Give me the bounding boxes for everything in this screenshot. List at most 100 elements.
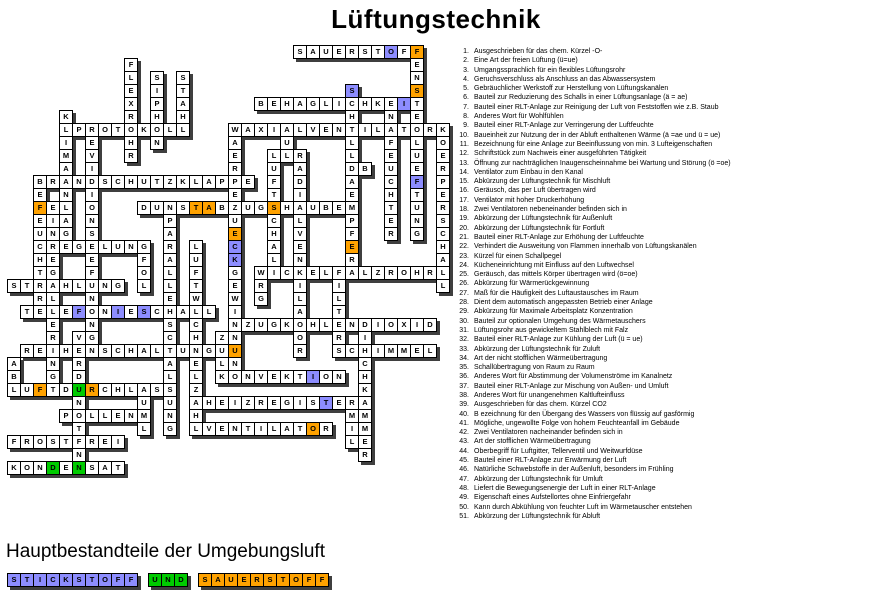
grid-cell[interactable]: N <box>72 396 86 410</box>
grid-cell[interactable]: C <box>280 266 294 280</box>
grid-cell[interactable]: W <box>228 123 242 137</box>
grid-cell[interactable]: P <box>59 409 73 423</box>
grid-cell[interactable]: A <box>293 162 307 176</box>
grid-cell[interactable]: U <box>215 344 229 358</box>
grid-cell[interactable]: E <box>33 305 47 319</box>
grid-cell[interactable]: N <box>85 214 99 228</box>
grid-cell[interactable]: M <box>137 409 151 423</box>
grid-cell[interactable]: S <box>85 227 99 241</box>
grid-cell[interactable]: R <box>345 253 359 267</box>
grid-cell[interactable]: C <box>189 318 203 332</box>
grid-cell[interactable]: K <box>7 461 21 475</box>
grid-cell[interactable]: A <box>137 383 151 397</box>
grid-cell[interactable]: Z <box>163 175 177 189</box>
grid-cell[interactable]: H <box>33 253 47 267</box>
grid-cell[interactable]: D <box>345 162 359 176</box>
grid-cell[interactable]: T <box>20 305 34 319</box>
grid-cell[interactable]: F <box>397 45 411 59</box>
grid-cell[interactable]: M <box>397 344 411 358</box>
grid-cell[interactable]: I <box>254 422 268 436</box>
grid-cell[interactable]: E <box>332 396 346 410</box>
grid-cell[interactable]: H <box>124 175 138 189</box>
grid-cell[interactable]: G <box>85 331 99 345</box>
grid-cell[interactable]: R <box>293 149 307 163</box>
grid-cell[interactable]: O <box>85 201 99 215</box>
grid-cell[interactable]: K <box>280 370 294 384</box>
grid-cell[interactable]: L <box>137 422 151 436</box>
grid-cell[interactable]: C <box>228 240 242 254</box>
grid-cell[interactable]: H <box>358 344 372 358</box>
grid-cell[interactable]: N <box>293 253 307 267</box>
grid-cell[interactable]: U <box>111 240 125 254</box>
grid-cell[interactable]: A <box>267 240 281 254</box>
grid-cell[interactable]: L <box>150 344 164 358</box>
grid-cell[interactable]: R <box>46 331 60 345</box>
grid-cell[interactable]: C <box>345 344 359 358</box>
grid-cell[interactable]: V <box>85 149 99 163</box>
grid-cell[interactable]: L <box>319 318 333 332</box>
grid-cell[interactable]: G <box>228 266 242 280</box>
grid-cell[interactable]: H <box>111 383 125 397</box>
grid-cell[interactable]: A <box>293 201 307 215</box>
grid-cell[interactable]: D <box>59 383 73 397</box>
grid-cell[interactable]: S <box>137 305 151 319</box>
grid-cell[interactable]: I <box>371 318 385 332</box>
grid-cell[interactable]: F <box>85 266 99 280</box>
grid-cell[interactable]: L <box>189 422 203 436</box>
grid-cell[interactable]: I <box>150 84 164 98</box>
grid-cell[interactable]: E <box>59 305 73 319</box>
grid-cell[interactable]: H <box>59 344 73 358</box>
grid-cell[interactable]: U <box>228 344 242 358</box>
grid-cell[interactable]: A <box>59 175 73 189</box>
grid-cell[interactable]: L <box>358 266 372 280</box>
grid-cell[interactable]: T <box>163 344 177 358</box>
grid-cell[interactable]: S <box>150 71 164 85</box>
grid-cell[interactable]: E <box>46 253 60 267</box>
grid-cell[interactable]: O <box>228 370 242 384</box>
grid-cell[interactable]: R <box>163 240 177 254</box>
grid-cell[interactable]: I <box>371 344 385 358</box>
grid-cell[interactable]: F <box>410 175 424 189</box>
grid-cell[interactable]: T <box>345 123 359 137</box>
grid-cell[interactable]: L <box>189 305 203 319</box>
grid-cell[interactable]: I <box>332 97 346 111</box>
grid-cell[interactable]: H <box>306 318 320 332</box>
grid-cell[interactable]: S <box>150 383 164 397</box>
grid-cell[interactable]: E <box>228 279 242 293</box>
grid-cell[interactable]: S <box>267 201 281 215</box>
grid-cell[interactable]: F <box>345 227 359 241</box>
grid-cell[interactable]: D <box>358 318 372 332</box>
grid-cell[interactable]: F <box>189 266 203 280</box>
grid-cell[interactable]: K <box>176 175 190 189</box>
grid-cell[interactable]: O <box>384 318 398 332</box>
grid-cell[interactable]: L <box>345 149 359 163</box>
grid-cell[interactable]: C <box>111 175 125 189</box>
grid-cell[interactable]: I <box>46 214 60 228</box>
grid-cell[interactable]: M <box>345 409 359 423</box>
grid-cell[interactable]: G <box>72 240 86 254</box>
grid-cell[interactable]: O <box>124 123 138 137</box>
grid-cell[interactable]: F <box>72 435 86 449</box>
grid-cell[interactable]: N <box>345 318 359 332</box>
grid-cell[interactable]: H <box>189 409 203 423</box>
grid-cell[interactable]: A <box>228 136 242 150</box>
grid-cell[interactable]: N <box>124 409 138 423</box>
grid-cell[interactable]: S <box>436 214 450 228</box>
grid-cell[interactable]: C <box>345 97 359 111</box>
grid-cell[interactable]: T <box>150 175 164 189</box>
grid-cell[interactable]: C <box>267 214 281 228</box>
grid-cell[interactable]: I <box>358 123 372 137</box>
grid-cell[interactable]: E <box>410 162 424 176</box>
grid-cell[interactable]: N <box>189 344 203 358</box>
grid-cell[interactable]: I <box>85 188 99 202</box>
grid-cell[interactable]: L <box>371 123 385 137</box>
grid-cell[interactable]: D <box>85 175 99 189</box>
grid-cell[interactable]: R <box>33 292 47 306</box>
grid-cell[interactable]: N <box>163 409 177 423</box>
grid-cell[interactable]: K <box>280 318 294 332</box>
grid-cell[interactable]: R <box>72 357 86 371</box>
grid-cell[interactable]: F <box>124 58 138 72</box>
grid-cell[interactable]: L <box>215 357 229 371</box>
grid-cell[interactable]: O <box>150 123 164 137</box>
grid-cell[interactable]: G <box>202 344 216 358</box>
